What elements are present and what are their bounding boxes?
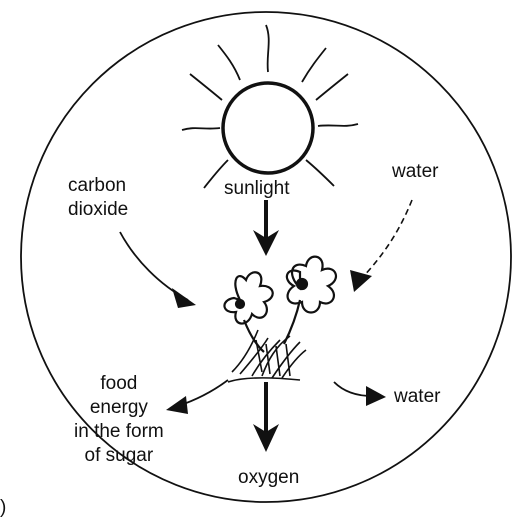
corner-mark: )	[0, 496, 6, 520]
water-in-arrow	[350, 200, 412, 292]
food-energy-arrow	[166, 380, 228, 414]
water-output-label: water	[394, 385, 440, 409]
sun-icon	[182, 25, 358, 188]
oxygen-arrow	[253, 382, 279, 452]
oxygen-label: oxygen	[238, 466, 299, 490]
water-out-arrow	[334, 382, 386, 406]
grass-icon	[228, 330, 306, 382]
sunlight-arrow	[253, 200, 279, 256]
carbon-dioxide-label: carbon dioxide	[68, 174, 128, 222]
sunlight-label: sunlight	[224, 177, 290, 201]
flowers-icon	[224, 257, 336, 352]
food-energy-label: food energy in the form of sugar	[74, 372, 164, 468]
water-input-label: water	[392, 160, 438, 184]
carbon-dioxide-arrow	[120, 232, 196, 308]
